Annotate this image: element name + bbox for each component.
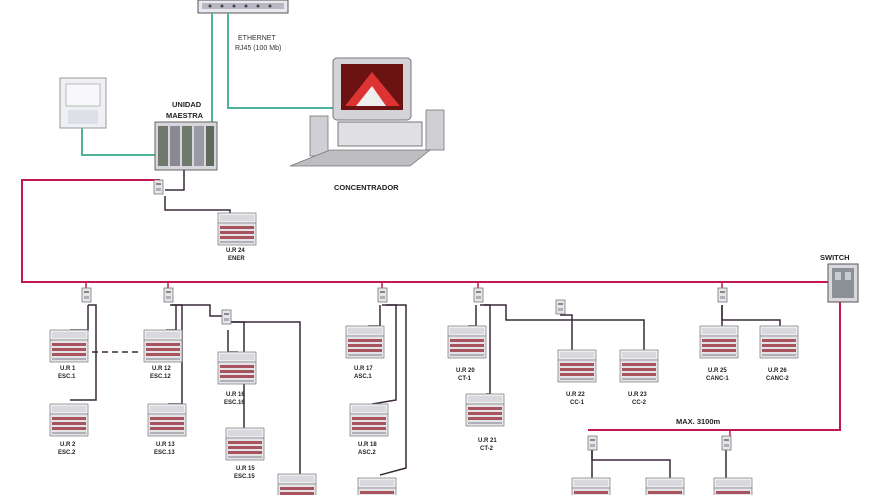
unit-label: U.R 18 [358, 442, 377, 448]
converter-1 [81, 287, 92, 303]
unit-label: CANC-1 [706, 376, 729, 382]
unit-label: U.R 17 [354, 366, 373, 372]
unit-label: U.R 13 [156, 442, 175, 448]
rtu-ur1 [49, 329, 89, 363]
rtu-partial-3 [571, 477, 611, 495]
switch-label: SWITCH [820, 253, 850, 262]
unit-label: ESC.2 [58, 450, 76, 456]
rtu-ur21 [465, 393, 505, 427]
unit-label: U.R 23 [628, 392, 647, 398]
ethernet-label: ETHERNET [238, 35, 276, 42]
rtu-ur13 [147, 403, 187, 437]
unit-label: U.R 15 [236, 466, 255, 472]
unit-label: ASC.1 [354, 374, 372, 380]
rtu-partial-5 [713, 477, 753, 495]
unit-label: ESC.1 [58, 374, 76, 380]
converter-4 [473, 287, 484, 303]
ethernet-speed-label: RJ45 (100 Mb) [235, 45, 281, 52]
concentrator-pc [289, 57, 445, 167]
unit-label: U.R 25 [708, 368, 727, 374]
concentrator-label: CONCENTRADOR [334, 183, 399, 192]
unit-label: ESC.12 [150, 374, 171, 380]
unit-label: CT-1 [458, 376, 472, 382]
unit-label: ESC.13 [154, 450, 175, 456]
master-unit-label-line2: MAESTRA [166, 111, 204, 120]
rtu-ur24 [217, 212, 257, 246]
unit-label: CT-2 [480, 446, 494, 452]
unit-label: U.R 26 [768, 368, 787, 374]
unit-labels: U.R 24 ENER U.R 1 ESC.1 U.R 2 ESC.2 U.R … [58, 248, 789, 480]
ethernet-hub [197, 0, 289, 14]
unit-label: U.R 1 [60, 366, 76, 372]
ring-drops [85, 282, 731, 436]
master-unit-label-line1: UNIDAD [172, 100, 202, 109]
unit-label: CC-2 [632, 400, 647, 406]
hmi-panel [59, 77, 107, 129]
rtu-ur12 [143, 329, 183, 363]
rtu-ur23 [619, 349, 659, 383]
converter-6b [721, 435, 732, 451]
rtu-ur18 [349, 403, 389, 437]
rtu-ur22 [557, 349, 597, 383]
converter-5 [717, 287, 728, 303]
rtu-ur16 [217, 351, 257, 385]
rtu-ur15 [225, 427, 265, 461]
unit-label: U.R 12 [152, 366, 171, 372]
max-distance-label: MAX. 3100m [676, 417, 721, 426]
converter-3 [377, 287, 388, 303]
rtu-ur2 [49, 403, 89, 437]
unit-label: ENER [228, 256, 245, 262]
converter-master [153, 179, 164, 195]
unit-label: U.R 24 [226, 248, 245, 254]
converter-2 [163, 287, 174, 303]
rtu-partial-2 [357, 477, 397, 495]
unit-label: U.R 22 [566, 392, 585, 398]
unit-label: CANC-2 [766, 376, 789, 382]
network-switch [827, 263, 859, 303]
rtu-ur25 [699, 325, 739, 359]
fiber-ring [21, 179, 841, 431]
converter-4b [555, 299, 566, 315]
unit-label: CC-1 [570, 400, 585, 406]
unit-label: ESC.16 [224, 400, 245, 406]
master-plc [154, 121, 218, 171]
unit-label: ESC.15 [234, 474, 255, 480]
rtu-partial-4 [645, 477, 685, 495]
unit-label: U.R 2 [60, 442, 76, 448]
rtu-partial-1 [277, 473, 317, 495]
rtu-ur20 [447, 325, 487, 359]
unit-label: ASC.2 [358, 450, 376, 456]
unit-label: U.R 20 [456, 368, 475, 374]
rtu-ur17 [345, 325, 385, 359]
rtu-ur26 [759, 325, 799, 359]
ethernet-links [81, 13, 335, 156]
bus-links [70, 170, 781, 478]
converter-2b [221, 309, 232, 325]
converter-6 [587, 435, 598, 451]
unit-label: U.R 21 [478, 438, 497, 444]
unit-label: U.R 16 [226, 392, 245, 398]
